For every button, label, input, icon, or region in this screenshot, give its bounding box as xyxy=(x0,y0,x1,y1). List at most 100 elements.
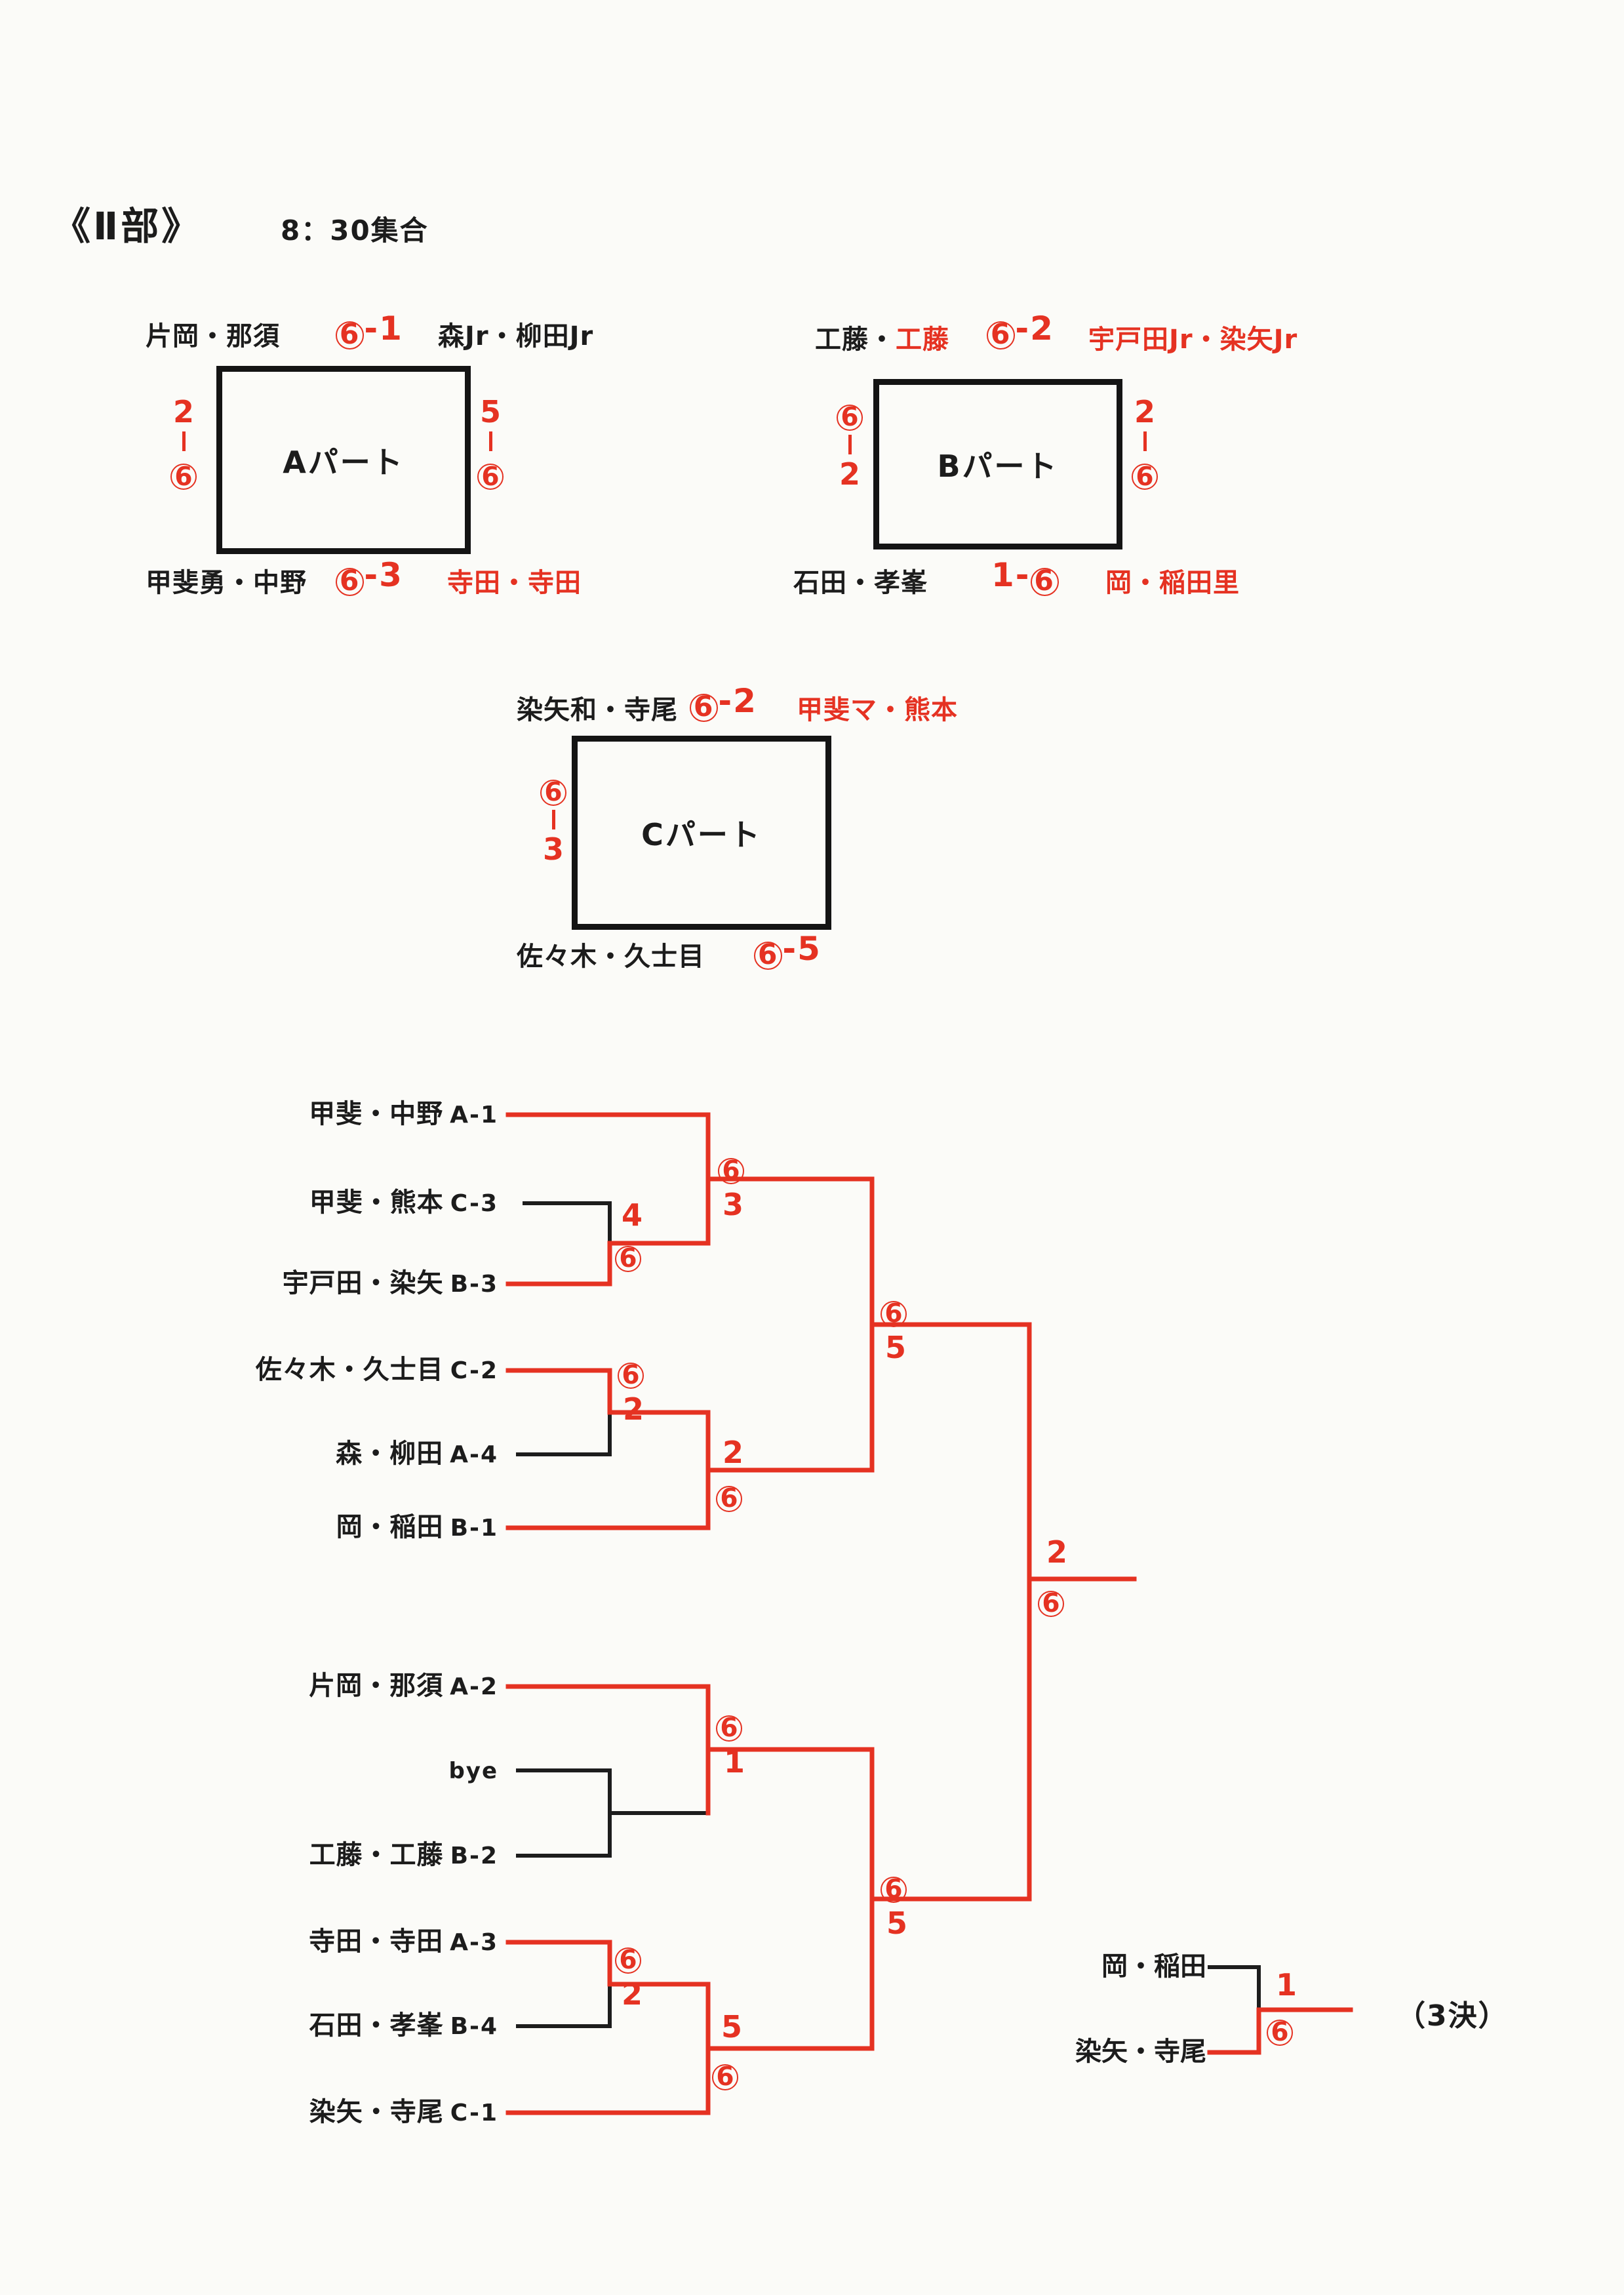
part-c-score-left-top: 6 xyxy=(540,771,566,806)
team-name: 森・柳田 xyxy=(336,1439,444,1469)
score-r1mid-bottom: 2 xyxy=(623,1391,644,1427)
part-b-label: Bパート xyxy=(937,449,1059,484)
third-place-team-top: 岡・稲田 xyxy=(1101,1951,1206,1982)
team-name: 佐々木・久士目 xyxy=(255,1355,444,1385)
part-b-score-right: 2 6 xyxy=(1126,396,1163,490)
score-third-bottom: 6 xyxy=(1267,2010,1293,2046)
team-seed: B-2 xyxy=(450,1843,498,1869)
part-c-box: Cパート xyxy=(572,736,831,930)
loser-lines xyxy=(516,1201,1261,2028)
team-name: 宇戸田・染矢 xyxy=(282,1268,444,1298)
part-a-team-bottom-left: 甲斐勇・中野 xyxy=(146,568,307,598)
score-sf1-bottom: 5 xyxy=(885,1330,907,1365)
score-sf2-bottom: 5 xyxy=(886,1906,908,1941)
score-r1mid-top: 6 xyxy=(618,1353,644,1389)
part-a-score-top: 6-1 xyxy=(336,309,403,349)
score-sf2-top: 6 xyxy=(881,1867,907,1903)
score-r1bot-top: 6 xyxy=(615,1938,641,1974)
part-a-score-left: 2 6 xyxy=(165,396,202,490)
part-c-team-bottom-left: 佐々木・久士目 xyxy=(517,942,705,972)
part-b-score-right-bottom: 6 xyxy=(1132,455,1158,490)
team-seed: B-4 xyxy=(450,2013,498,2040)
score-r1top-top: 4 xyxy=(622,1197,643,1233)
score-dash xyxy=(551,809,555,829)
team-name: 寺田・寺田 xyxy=(309,1926,444,1957)
part-a-team-top-right: 森Jr・柳田Jr xyxy=(438,321,594,351)
bracket-entry-bye: bye xyxy=(190,1757,498,1786)
part-a-score-left-bottom: 6 xyxy=(170,455,197,490)
part-a-score-right-top: 5 xyxy=(479,394,501,429)
score-qf3-bottom: 1 xyxy=(724,1744,745,1780)
part-b-score-top: 6-2 xyxy=(987,309,1054,349)
team-name: 石田・孝峯 xyxy=(309,2010,444,2041)
team-seed: C-3 xyxy=(450,1190,498,1217)
score-dash xyxy=(182,431,186,452)
part-a-score-right-bottom: 6 xyxy=(477,455,504,490)
team-seed: A-4 xyxy=(450,1441,498,1468)
team-name: 工藤・工藤 xyxy=(309,1840,444,1870)
meeting-time: 8：30集合 xyxy=(281,214,429,247)
part-b-score-left: 6 2 xyxy=(831,396,868,490)
score-qf3-top: 6 xyxy=(716,1706,742,1742)
score-qf2-bottom: 6 xyxy=(716,1477,742,1512)
team-name: bye xyxy=(448,1758,498,1784)
score-final-top: 2 xyxy=(1046,1534,1068,1570)
part-c-team-top-right: 甲斐マ・熊本 xyxy=(797,695,958,725)
part-c-team-top-left: 染矢和・寺尾 xyxy=(517,695,678,725)
score-r1top-bottom: 6 xyxy=(615,1237,641,1272)
part-a-team-bottom-right: 寺田・寺田 xyxy=(447,568,582,598)
team-seed: A-1 xyxy=(450,1102,498,1128)
score-dash xyxy=(488,431,492,452)
part-a-label: Aパート xyxy=(283,444,405,480)
score-qf4-bottom: 6 xyxy=(712,2055,738,2090)
score-final-bottom: 6 xyxy=(1038,1582,1064,1617)
team-seed: C-1 xyxy=(450,2100,498,2126)
score-qf4-top: 5 xyxy=(721,2009,743,2045)
score-r1bot-bottom: 2 xyxy=(622,1976,643,2012)
score-qf1-bottom: 3 xyxy=(723,1187,744,1222)
score-sf1-top: 6 xyxy=(881,1292,907,1327)
part-a-box: Aパート xyxy=(216,366,471,554)
part-b-score-bottom: 1-6 xyxy=(991,556,1059,596)
part-b-team-bottom-right: 岡・稲田里 xyxy=(1105,568,1240,598)
team-name: 染矢・寺尾 xyxy=(309,2097,444,2127)
team-seed: B-1 xyxy=(450,1515,498,1542)
score-dash xyxy=(848,434,852,454)
team-name: 岡・稲田 xyxy=(336,1512,444,1542)
part-c-label: Cパート xyxy=(641,817,762,852)
score-qf2-top: 2 xyxy=(723,1435,744,1470)
part-b-score-left-bottom: 2 xyxy=(839,456,860,492)
team-name: 甲斐・熊本 xyxy=(309,1187,444,1218)
part-b-team-top-left: 工藤・工藤 xyxy=(815,318,949,356)
part-a-score-bottom: 6-3 xyxy=(336,556,403,596)
team-seed: A-3 xyxy=(450,1929,498,1956)
third-place-label: （3決） xyxy=(1396,1999,1509,2033)
score-qf1-top: 6 xyxy=(718,1149,744,1184)
part-b-score-left-top: 6 xyxy=(837,396,863,431)
score-third-top: 1 xyxy=(1276,1967,1297,2003)
team-seed: C-2 xyxy=(450,1357,498,1384)
part-a-score-right: 5 6 xyxy=(472,396,509,490)
part-b-team-top-left-red: 工藤 xyxy=(896,325,949,355)
third-place-team-bottom: 染矢・寺尾 xyxy=(1075,2037,1206,2067)
part-c-score-top: 6-2 xyxy=(690,682,757,722)
part-c-score-left-bottom: 3 xyxy=(542,831,564,867)
part-b-score-right-top: 2 xyxy=(1134,394,1155,429)
team-seed: B-3 xyxy=(450,1271,498,1298)
part-c-score-left: 6 3 xyxy=(535,771,572,865)
score-dash xyxy=(1143,431,1147,452)
part-c-score-bottom: 6-5 xyxy=(754,930,822,970)
part-b-team-top-left-black: 工藤・ xyxy=(815,325,896,355)
part-b-team-bottom-left: 石田・孝峯 xyxy=(793,568,928,598)
